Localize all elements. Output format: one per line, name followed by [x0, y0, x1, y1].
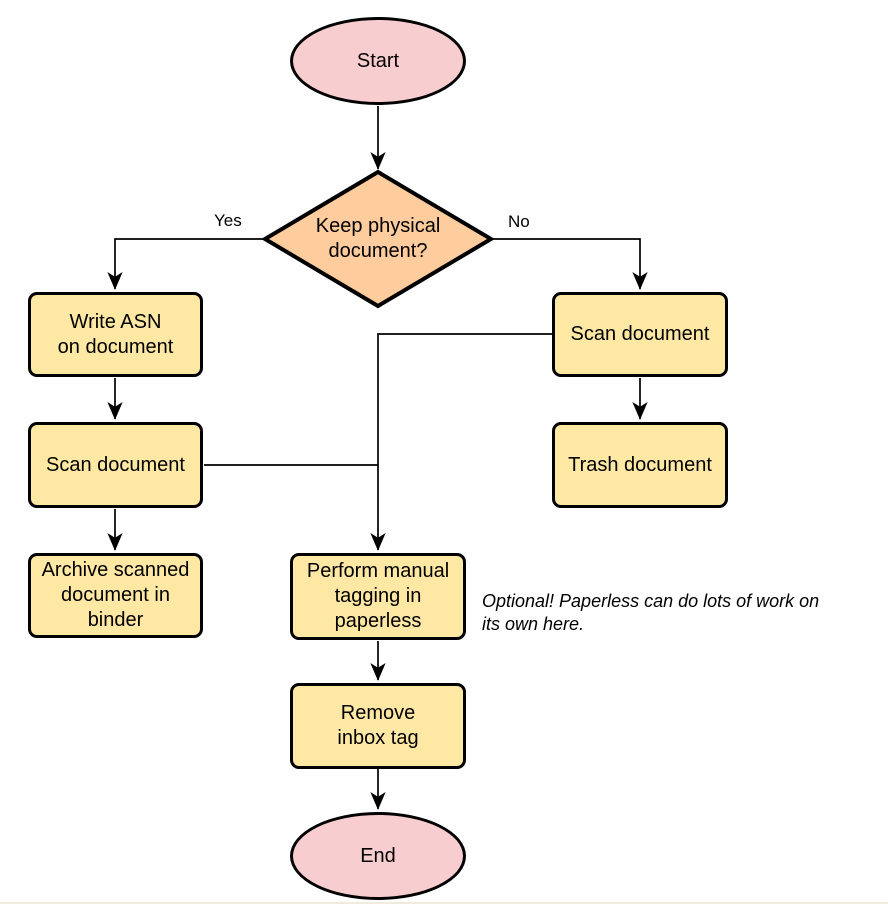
scan-document-right-node: Scan document — [552, 292, 728, 377]
end-node: End — [290, 812, 466, 900]
page-bottom-edge — [0, 902, 888, 904]
start-node: Start — [290, 17, 466, 105]
edge-decision-no-to-scan-right — [491, 238, 648, 290]
optional-annotation: Optional! Paperless can do lots of work … — [482, 591, 820, 635]
no-edge-label: No — [508, 212, 530, 231]
yes-edge-label: Yes — [214, 211, 242, 230]
edge-scan-right-to-manual-tagging — [370, 333, 552, 551]
archive-binder-node: Archive scanned document in binder — [28, 553, 203, 638]
manual-tagging-node: Perform manual tagging in paperless — [290, 553, 466, 640]
decision-diamond-shape — [261, 169, 495, 309]
trash-document-node: Trash document — [552, 422, 728, 508]
write-asn-node: Write ASN on document — [28, 292, 203, 377]
scan-document-left-node: Scan document — [28, 422, 203, 508]
edge-decision-yes-to-write-asn — [107, 238, 265, 290]
decision-node-label: Keep physical document? — [315, 215, 441, 262]
remove-inbox-tag-node: Remove inbox tag — [290, 683, 466, 769]
